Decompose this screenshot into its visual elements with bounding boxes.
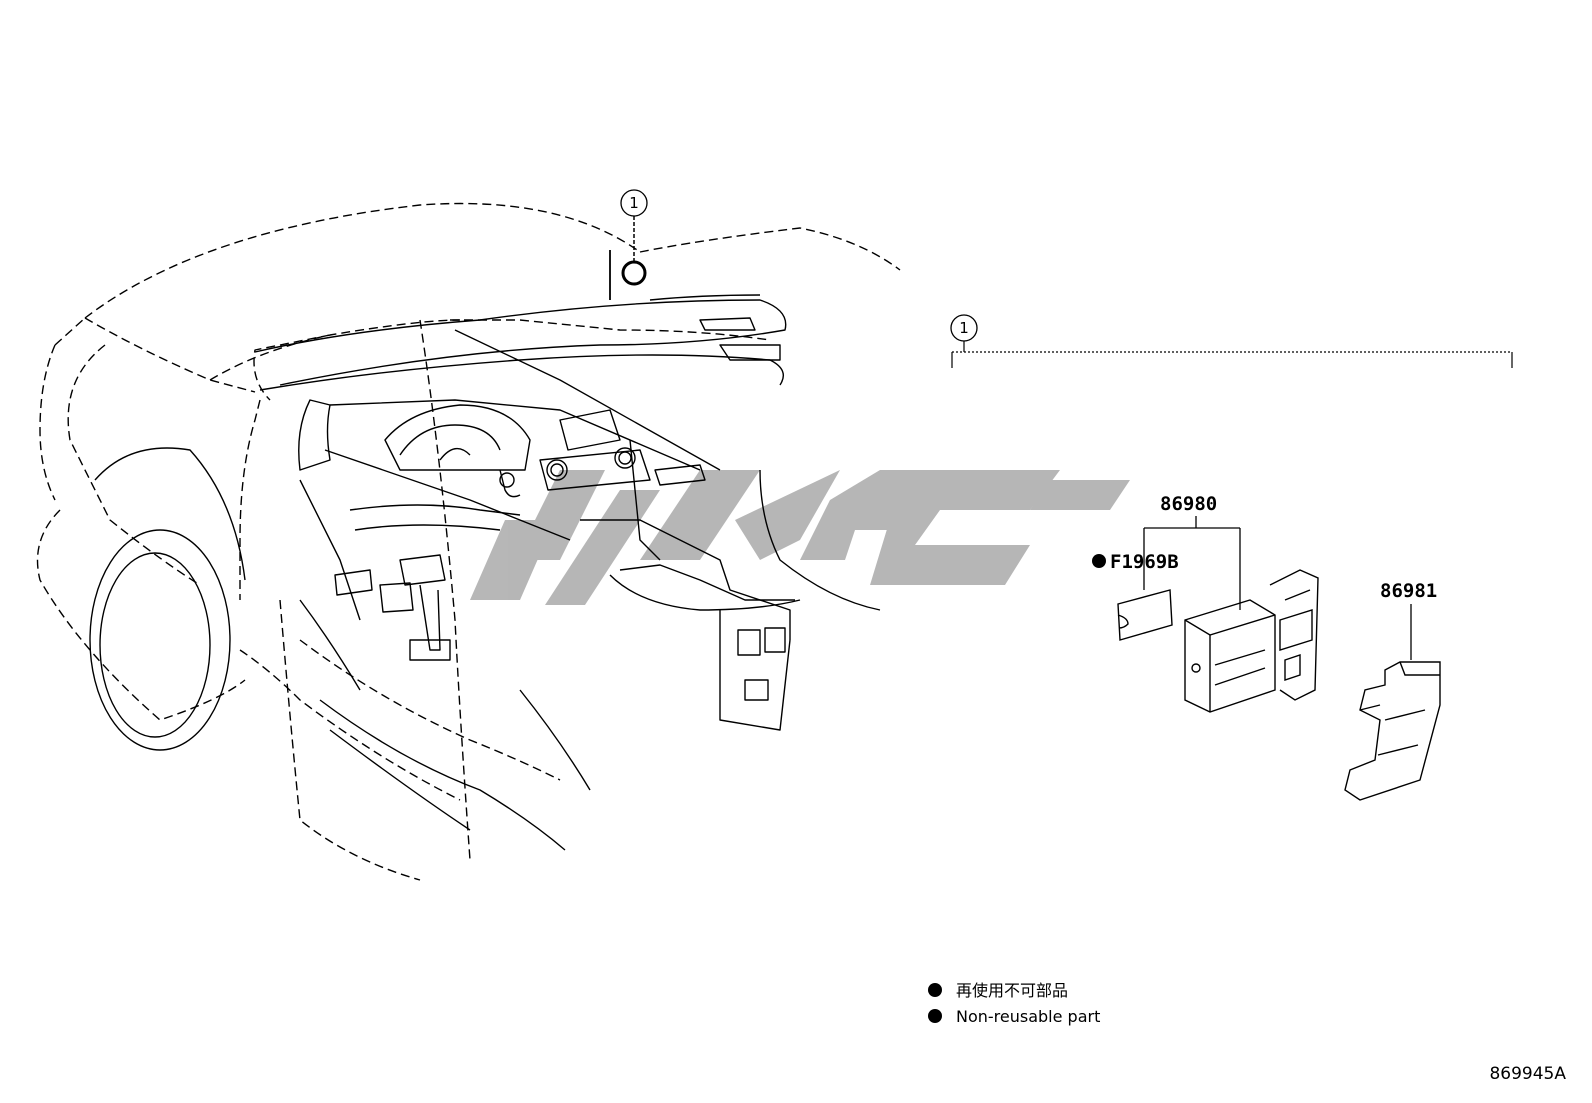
callout-1-group: 1 xyxy=(950,314,1513,368)
legend-text-jp: 再使用不可部品 xyxy=(956,981,1068,1000)
part-86981-number: 86981 xyxy=(1380,580,1437,602)
module-86980-illustration xyxy=(1184,569,1319,713)
legend-text-en: Non-reusable part xyxy=(956,1007,1100,1026)
label-F1969B-illustration xyxy=(1117,589,1173,641)
legend-bullet-icon xyxy=(928,983,942,997)
callout-1-vehicle: 1 xyxy=(620,189,648,286)
legend-bullet-icon xyxy=(928,1009,942,1023)
part-F1969B[interactable]: F1969B xyxy=(1092,551,1179,641)
callout-1-vehicle-label: 1 xyxy=(629,194,639,212)
part-86980[interactable]: 86980 xyxy=(1143,493,1319,713)
callout-1-group-label: 1 xyxy=(959,319,969,337)
vehicle-interior-illustration xyxy=(36,202,901,881)
figure-number: 869945A xyxy=(1489,1064,1566,1084)
part-86981[interactable]: 86981 xyxy=(1344,580,1441,801)
legend: 再使用不可部品 Non-reusable part xyxy=(928,981,1100,1026)
non-reusable-marker-icon xyxy=(1092,554,1106,568)
part-86980-number: 86980 xyxy=(1160,493,1217,515)
part-F1969B-number: F1969B xyxy=(1110,551,1179,573)
watermark-logo xyxy=(470,470,1130,605)
cover-86981-illustration xyxy=(1344,661,1441,801)
